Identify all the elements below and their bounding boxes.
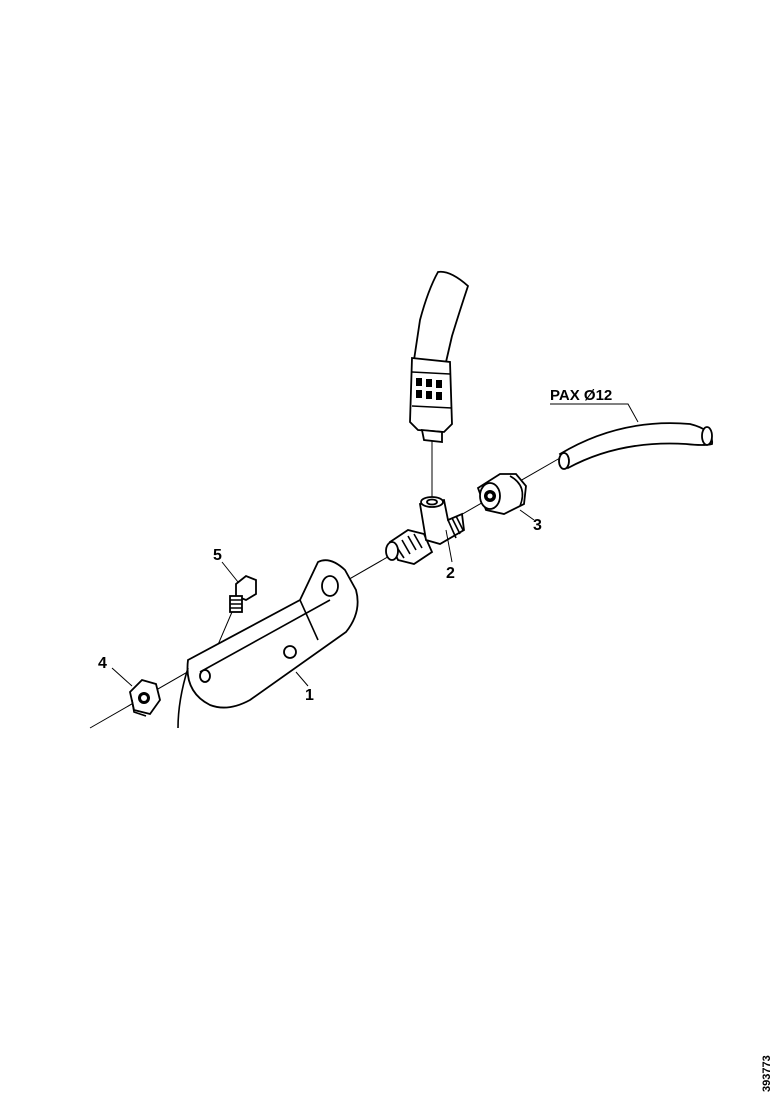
leader-line-pax bbox=[550, 403, 639, 423]
nut-icon bbox=[129, 678, 161, 717]
tee-fitting-icon bbox=[418, 496, 465, 545]
leader-line-1 bbox=[295, 671, 309, 687]
leader-line-2 bbox=[445, 529, 453, 563]
leader-line-3 bbox=[519, 509, 535, 521]
callout-4: 4 bbox=[98, 655, 107, 672]
pax-tube-icon bbox=[558, 422, 713, 470]
callout-2: 2 bbox=[446, 565, 455, 582]
bracket-icon bbox=[177, 559, 359, 729]
leader-line-4 bbox=[111, 667, 133, 687]
union-fitting-icon bbox=[476, 473, 527, 515]
bolt-icon bbox=[229, 574, 257, 613]
callout-3: 3 bbox=[533, 517, 542, 534]
document-id: 393773 bbox=[761, 1055, 773, 1092]
union-fitting-icon bbox=[385, 529, 434, 565]
callout-5: 5 bbox=[213, 547, 222, 564]
leader-line-5 bbox=[221, 561, 239, 583]
callout-1: 1 bbox=[305, 687, 314, 704]
hose-icon bbox=[409, 270, 470, 444]
hose-label: PAX Ø12 bbox=[550, 387, 612, 404]
